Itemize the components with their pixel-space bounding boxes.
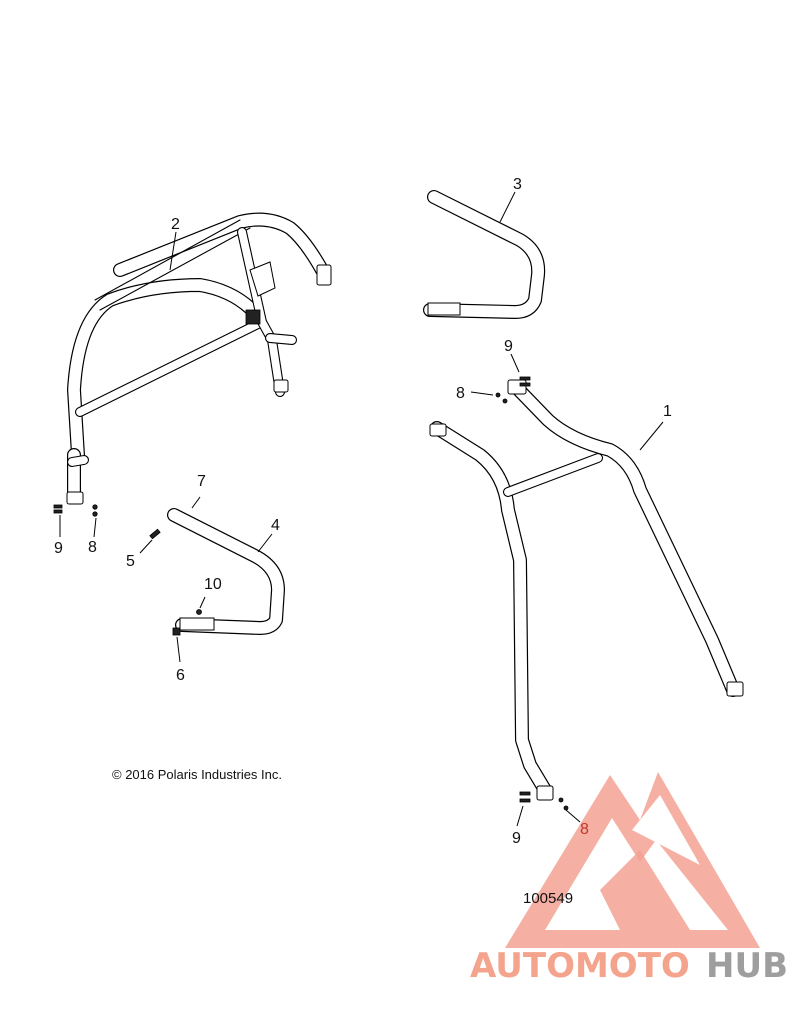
part-3-upper-tube <box>423 190 546 319</box>
watermark-text-primary: AUTOMOTO <box>470 946 690 986</box>
watermark-logo <box>505 772 760 948</box>
callout-2: 2 <box>171 216 180 233</box>
callout-9-left: 9 <box>54 540 63 557</box>
callout-8-upper: 8 <box>456 385 465 402</box>
part-1-rear-cage <box>429 379 744 801</box>
callout-7: 7 <box>197 473 206 490</box>
callout-6: 6 <box>176 667 185 684</box>
callout-9-upper: 9 <box>504 338 513 355</box>
callout-4: 4 <box>271 517 280 534</box>
hardware-left <box>53 504 98 517</box>
callout-3: 3 <box>513 176 522 193</box>
diagram-number: 100549 <box>523 890 573 907</box>
callout-9-lower: 9 <box>512 830 521 847</box>
callout-8-lower: 8 <box>580 821 589 838</box>
callout-10: 10 <box>204 576 222 593</box>
part-4-side-tube <box>167 508 285 635</box>
callout-5: 5 <box>126 553 135 570</box>
copyright-text: © 2016 Polaris Industries Inc. <box>112 767 282 782</box>
part-2-front-cage <box>66 212 332 505</box>
callout-1: 1 <box>663 403 672 420</box>
callout-8-left: 8 <box>88 539 97 556</box>
watermark-text-secondary: HUB <box>706 946 788 986</box>
